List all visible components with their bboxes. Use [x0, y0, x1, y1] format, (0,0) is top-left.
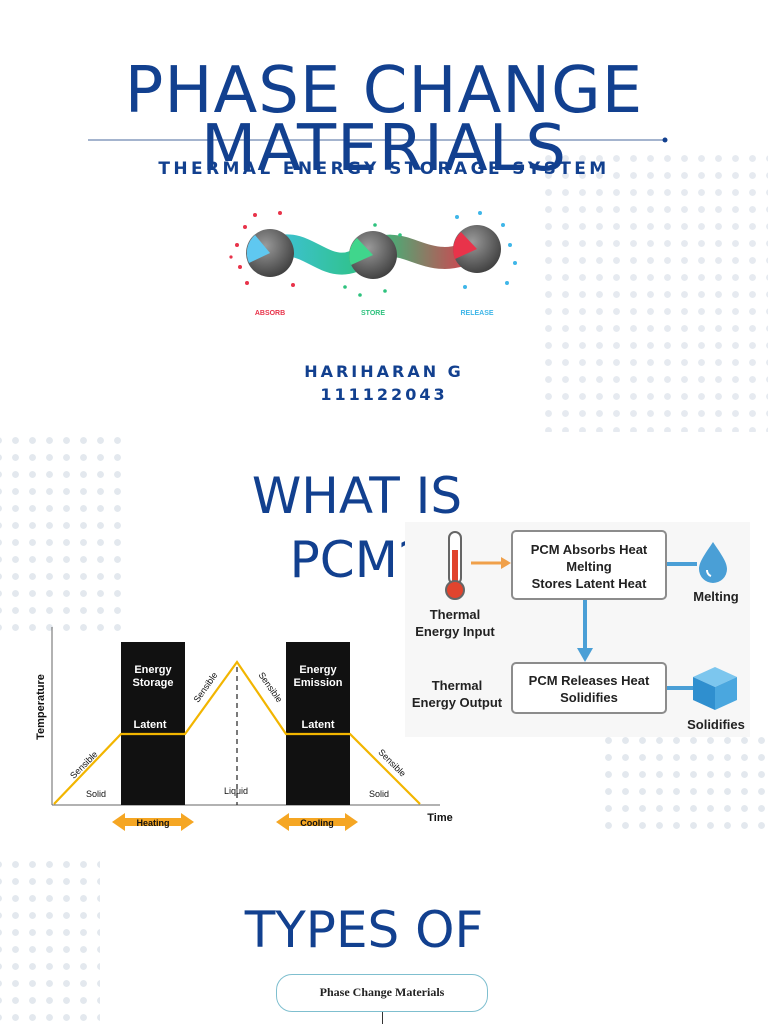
sensible-label-4: Sensible [376, 747, 407, 778]
release-box-line2: Solidifies [560, 690, 618, 705]
output-label-line2: Energy Output [411, 695, 503, 710]
title-divider-line [88, 137, 668, 143]
slide2-title-line2: PCM? [289, 531, 425, 589]
thermal-energy-output-label: Thermal Energy Output [405, 677, 509, 711]
sensible-label-1: Sensible [68, 749, 99, 780]
author-name: HARIHARAN G [304, 362, 464, 381]
absorb-store-release-illustration: ABSORB STORE RELEASE [229, 211, 517, 317]
what-is-pcm-slide: WHAT IS PCM? [0, 432, 768, 836]
phase-change-materials-box: Phase Change Materials [276, 974, 488, 1012]
solid-label-right: Solid [369, 789, 389, 799]
slide3-title: TYPES OF [244, 901, 484, 959]
sensible-label-2: Sensible [192, 670, 220, 704]
step-label-absorb: ABSORB [255, 310, 285, 317]
energy-storage-block [121, 642, 185, 805]
latent-label-cooling: Latent [302, 719, 335, 731]
main-title: PHASE CHANGE MATERIALS [0, 54, 768, 186]
input-label-line1: Thermal [429, 607, 481, 622]
dot-pattern-decoration [0, 432, 130, 632]
step-label-store: STORE [361, 310, 385, 317]
release-box-line1: PCM Releases Heat [528, 673, 650, 688]
pcm-absorbs-heat-box: PCM Absorbs Heat Melting Stores Latent H… [511, 530, 667, 600]
subtitle: THERMAL ENERGY STORAGE SYSTEM [158, 159, 610, 179]
block1-label-line1: Energy [134, 664, 172, 676]
slide2-title: WHAT IS PCM? [232, 464, 482, 592]
water-drop-icon [699, 542, 727, 583]
author-block: HARIHARAN G 111122043 [0, 360, 768, 406]
main-title-line1: PHASE CHANGE [124, 54, 644, 128]
block2-label-line2: Emission [294, 677, 343, 689]
output-label-line1: Thermal [431, 678, 483, 693]
dot-pattern-decoration [540, 150, 768, 432]
slide2-title-line1: WHAT IS [251, 467, 463, 525]
dot-pattern-decoration [0, 856, 100, 1024]
pcm-releases-heat-box: PCM Releases Heat Solidifies [511, 662, 667, 714]
pcm-flow-diagram: Thermal Energy Input PCM Absorbs Heat Me… [405, 522, 750, 737]
flow-connectors [445, 531, 737, 710]
absorb-box-line1: PCM Absorbs Heat [530, 542, 648, 557]
heating-arrow: Heating [112, 813, 194, 831]
energy-emission-block [286, 642, 350, 805]
absorb-box-line3: Stores Latent Heat [531, 576, 647, 591]
author-id: 111122043 [320, 385, 448, 404]
y-axis-label: Temperature [35, 674, 47, 740]
title-slide: PHASE CHANGE MATERIALS THERMAL ENERGY ST… [0, 0, 768, 432]
ice-cube-icon [693, 667, 737, 710]
tree-connector [382, 1012, 383, 1024]
heating-label: Heating [136, 818, 169, 828]
block2-label-line1: Energy [299, 664, 337, 676]
thermal-energy-input-label: Thermal Energy Input [405, 606, 505, 640]
phase-change-temperature-chart: Temperature Time Energy Storage Energy E… [35, 627, 453, 831]
liquid-label: Liquid [224, 786, 248, 796]
block1-label-line2: Storage [133, 677, 174, 689]
types-of-pcm-slide: TYPES OF Phase Change Materials [0, 836, 768, 1024]
solidifies-label: Solidifies [687, 717, 745, 732]
x-axis-label: Time [427, 812, 452, 824]
sensible-label-3: Sensible [256, 670, 284, 704]
cooling-label: Cooling [300, 818, 334, 828]
melting-label: Melting [693, 589, 739, 604]
main-title-line2: MATERIALS [201, 112, 567, 186]
cooling-arrow: Cooling [276, 813, 358, 831]
absorb-box-line2: Melting [566, 559, 612, 574]
temperature-curve [53, 660, 421, 805]
latent-label-heating: Latent [134, 719, 167, 731]
solid-label-left: Solid [86, 789, 106, 799]
step-label-release: RELEASE [460, 310, 493, 317]
dot-pattern-decoration [600, 732, 768, 836]
input-label-line2: Energy Input [415, 624, 495, 639]
